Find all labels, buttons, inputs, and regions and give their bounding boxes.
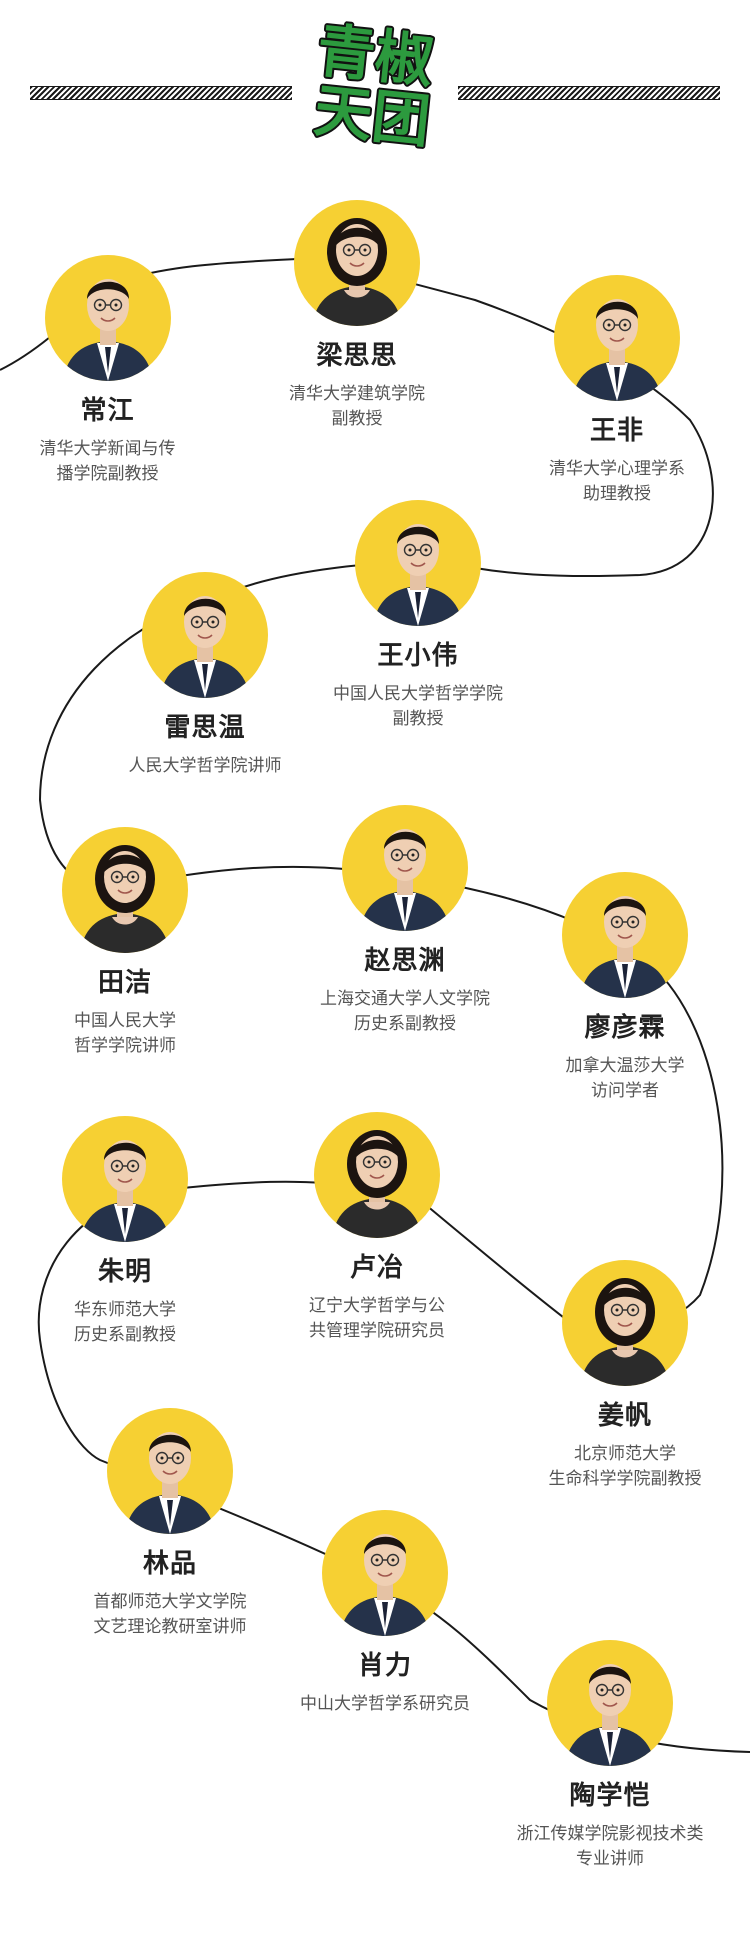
member-card: 赵思渊 上海交通大学人文学院 历史系副教授 [270, 805, 540, 1037]
member-name: 朱明 [97, 1257, 152, 1287]
member-name: 王非 [589, 416, 644, 446]
member-name: 常江 [80, 396, 135, 426]
portrait-image [80, 1140, 170, 1242]
member-card: 朱明 华东师范大学 历史系副教授 [10, 1116, 240, 1348]
member-name: 赵思渊 [364, 946, 446, 976]
portrait-image [125, 1432, 215, 1534]
member-card: 田洁 中国人民大学 哲学学院讲师 [10, 827, 240, 1059]
avatar [322, 1510, 448, 1636]
avatar [107, 1408, 233, 1534]
portrait-image [580, 896, 670, 998]
avatar [342, 805, 468, 931]
member-card: 梁思思 清华大学建筑学院 副教授 [227, 200, 487, 432]
header-stripe-left [30, 86, 292, 100]
avatar [355, 500, 481, 626]
member-title: 华东师范大学 历史系副教授 [74, 1300, 176, 1345]
portrait-image [312, 218, 402, 326]
avatar [562, 1260, 688, 1386]
member-title: 人民大学哲学院讲师 [128, 756, 282, 776]
member-card: 姜帆 北京师范大学 生命科学学院副教授 [500, 1260, 750, 1492]
member-card: 王小伟 中国人民大学哲学学院 副教授 [283, 500, 553, 732]
avatar [314, 1112, 440, 1238]
portrait-image [572, 299, 662, 401]
portrait-image [332, 1130, 422, 1238]
portrait-image [565, 1664, 655, 1766]
avatar [547, 1640, 673, 1766]
member-title: 清华大学心理学系 助理教授 [549, 459, 685, 504]
avatar [142, 572, 268, 698]
member-card: 雷思温 人民大学哲学院讲师 [80, 572, 330, 779]
avatar [554, 275, 680, 401]
logo-line-1: 青椒 [314, 16, 436, 96]
member-name: 陶学恺 [569, 1781, 651, 1811]
portrait-image [160, 596, 250, 698]
member-card: 肖力 中山大学哲学系研究员 [255, 1510, 515, 1717]
member-name: 林品 [142, 1549, 197, 1579]
member-title: 北京师范大学 生命科学学院副教授 [548, 1444, 702, 1489]
member-card: 王非 清华大学心理学系 助理教授 [492, 275, 742, 507]
logo: 青椒 天团 [300, 14, 450, 158]
avatar [62, 827, 188, 953]
member-title: 中山大学哲学系研究员 [300, 1694, 470, 1714]
member-name: 肖力 [357, 1651, 412, 1681]
member-title: 中国人民大学哲学学院 副教授 [333, 684, 503, 729]
member-name: 梁思思 [316, 341, 398, 371]
member-name: 雷思温 [164, 713, 246, 743]
avatar [294, 200, 420, 326]
member-name: 姜帆 [597, 1401, 652, 1431]
member-name: 田洁 [97, 968, 152, 998]
portrait-image [360, 829, 450, 931]
portrait-image [62, 279, 153, 381]
member-title: 辽宁大学哲学与公 共管理学院研究员 [309, 1296, 445, 1341]
member-title: 中国人民大学 哲学学院讲师 [74, 1011, 176, 1056]
avatar [562, 872, 688, 998]
logo-line-2: 天团 [311, 76, 433, 156]
member-title: 上海交通大学人文学院 历史系副教授 [320, 989, 490, 1034]
member-title: 加拿大温莎大学 访问学者 [565, 1056, 685, 1101]
member-card: 廖彦霖 加拿大温莎大学 访问学者 [510, 872, 740, 1104]
member-title: 浙江传媒学院影视技术类 专业讲师 [516, 1824, 704, 1869]
member-title: 首都师范大学文学院 文艺理论教研室讲师 [93, 1592, 247, 1637]
member-card: 常江 清华大学新闻与传 播学院副教授 [0, 255, 215, 487]
member-name: 廖彦霖 [584, 1013, 666, 1043]
portrait-image [80, 845, 170, 953]
avatar [44, 255, 171, 381]
member-name: 王小伟 [377, 641, 459, 671]
header-stripe-right [458, 86, 720, 100]
avatar [62, 1116, 188, 1242]
portrait-image [580, 1278, 670, 1386]
member-card: 林品 首都师范大学文学院 文艺理论教研室讲师 [40, 1408, 300, 1640]
member-title: 清华大学新闻与传 播学院副教授 [39, 439, 176, 484]
member-title: 清华大学建筑学院 副教授 [289, 384, 425, 429]
member-name: 卢冶 [349, 1253, 404, 1283]
member-card: 卢冶 辽宁大学哲学与公 共管理学院研究员 [257, 1112, 497, 1344]
member-card: 陶学恺 浙江传媒学院影视技术类 专业讲师 [470, 1640, 750, 1872]
portrait-image [340, 1534, 430, 1636]
portrait-image [373, 524, 463, 626]
